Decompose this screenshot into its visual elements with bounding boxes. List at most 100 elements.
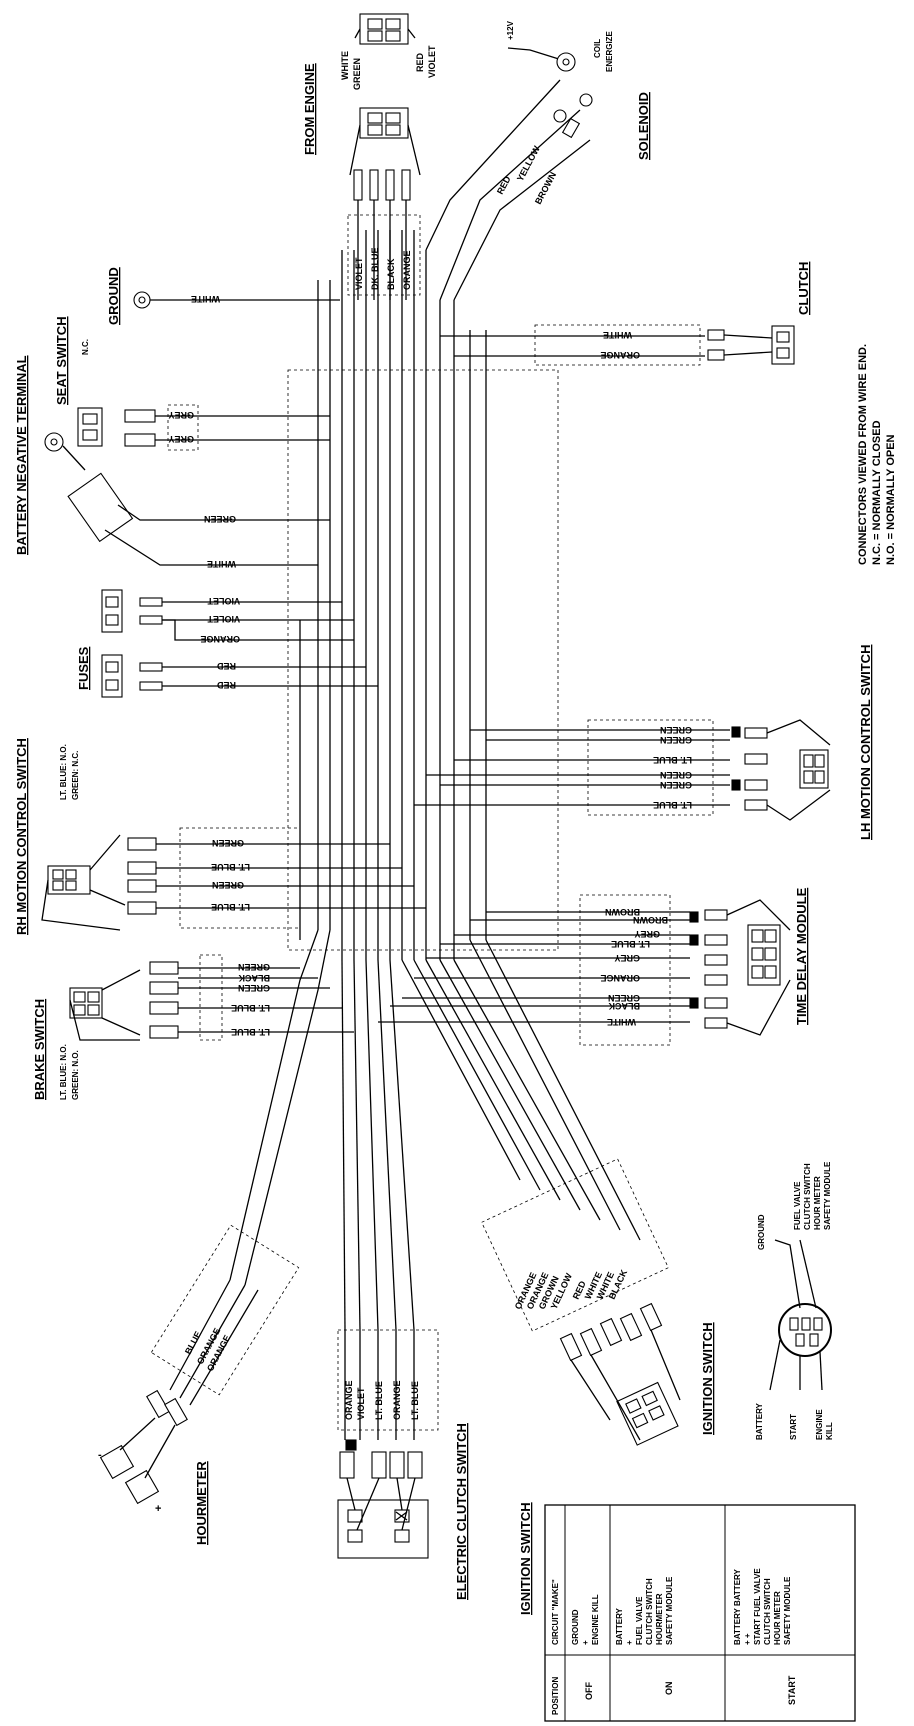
ign-term-kill: KILL	[825, 1422, 834, 1440]
tdm-wire-black: BLACK	[608, 1001, 640, 1011]
ground-title: GROUND	[106, 267, 121, 325]
clutch-title: CLUTCH	[796, 262, 811, 315]
battery-wire-white: WHITE	[207, 559, 236, 569]
note-no: N.O. = NORMALLY OPEN	[885, 434, 897, 565]
ecs-wire-violet: VIOLET	[356, 1387, 366, 1420]
fuse-wire-violet-1: VIOLET	[207, 596, 240, 606]
rh-note-1: LT. BLUE: N.O.	[59, 744, 68, 800]
ign-term-hour-meter: HOUR METER	[813, 1176, 822, 1230]
brake-wire-green-1: GREEN	[238, 962, 270, 972]
ign-term-clutch-switch: CLUTCH SWITCH	[803, 1163, 812, 1230]
tdm-wire-brown-1: BROWN	[605, 907, 640, 917]
lh-motion-group: GREEN GREEN LT. BLUE GREEN GREEN LT. BLU…	[414, 645, 873, 840]
ign-row-off-line-1: GROUND	[571, 1609, 580, 1645]
ign-row-start-line-4: CLUTCH SWITCH	[763, 1578, 772, 1645]
solenoid-title: SOLENOID	[636, 92, 651, 160]
note-nc: N.C. = NORMALLY CLOSED	[871, 420, 883, 565]
tdm-wire-grey-2: GREY	[614, 953, 640, 963]
electric-clutch-group: ORANGE VIOLET LT. BLUE ORANGE LT. BLUE E…	[337, 1329, 469, 1600]
time-delay-group: BROWN BROWN GREY LT. BLUE GREY ORANGE GR…	[378, 887, 809, 1046]
battery-negative-group: BATTERY NEGATIVE TERMINAL GREEN WHITE	[14, 355, 330, 569]
ign-term-safety-module: SAFETY MODULE	[823, 1161, 832, 1230]
lh-wire-green-3: GREEN	[660, 770, 692, 780]
lh-wire-ltblue-1: LT. BLUE	[653, 755, 692, 765]
engine-wire-orange: ORANGE	[402, 250, 412, 290]
rh-wire-green-2: GREEN	[212, 880, 244, 890]
ign-row-start-line-5: HOUR METER	[773, 1591, 782, 1645]
hourmeter-terminal-1	[99, 1444, 135, 1480]
ign-row-off-line-3: ENGINE KILL	[591, 1594, 600, 1645]
brake-switch-group: BRAKE SWITCH LT. BLUE: N.O. GREEN: N.O. …	[32, 954, 354, 1100]
engine-violet-label: VIOLET	[427, 45, 437, 78]
ign-row-start-line-6: SAFETY MODULE	[783, 1576, 792, 1645]
battery-negative-title: BATTERY NEGATIVE TERMINAL	[14, 355, 29, 555]
fuse-wire-violet-2: VIOLET	[207, 614, 240, 624]
ecs-wire-ltblue-2: LT. BLUE	[410, 1381, 420, 1420]
engine-wire-dkblue: DK. BLUE	[370, 248, 380, 291]
lh-wire-green-4: GREEN	[660, 780, 692, 790]
brake-wire-green-2: GREEN	[238, 983, 270, 993]
from-engine-title: FROM ENGINE	[302, 63, 317, 155]
ign-row-on-line-4: CLUTCH SWITCH	[645, 1578, 654, 1645]
ignition-switch-connector	[616, 1381, 679, 1446]
fuse-1	[101, 589, 123, 633]
ign-row-on-line-2: +	[625, 1640, 634, 1645]
rh-note-2: GREEN: N.C.	[71, 751, 80, 800]
solenoid-coil-terminal	[579, 93, 593, 107]
note-connectors: CONNECTORS VIEWED FROM WIRE END.	[857, 344, 869, 565]
ign-term-ground: GROUND	[757, 1214, 766, 1250]
ign-row-on-line-6: SAFETY MODULE	[665, 1576, 674, 1645]
hourmeter-group: BLUE ORANGE ORANGE - + HOURMETER	[98, 1224, 300, 1545]
coil-label: COIL	[593, 39, 602, 58]
solenoid-wire-brown: BROWN	[533, 170, 558, 206]
lh-motion-title: LH MOTION CONTROL SWITCH	[858, 645, 873, 840]
fuse-wire-red-1: RED	[216, 661, 236, 671]
ign-term-engine: ENGINE	[815, 1409, 824, 1440]
plus12v-label: +12V	[506, 20, 515, 40]
ecs-wire-ltblue-1: LT. BLUE	[374, 1381, 384, 1420]
seat-switch-group: SEAT SWITCH N.C. GREY GREY	[54, 316, 330, 451]
tdm-wire-green: GREEN	[608, 993, 640, 1003]
fuse-wire-orange: ORANGE	[200, 634, 240, 644]
engine-wire-black: BLACK	[386, 258, 396, 290]
ign-term-start: START	[789, 1414, 798, 1440]
ignition-switch-title: IGNITION SWITCH	[700, 1322, 715, 1435]
brake-note-2: GREEN: N.O.	[71, 1050, 80, 1100]
ign-row-start-line-2: + +	[743, 1633, 752, 1645]
ign-row-start-position: START	[787, 1675, 797, 1705]
engine-pins	[353, 169, 411, 201]
rh-wire-ltblue-2: LT. BLUE	[211, 902, 250, 912]
ignition-switch-body	[778, 1303, 832, 1357]
brake-wire-ltblue-2: LT. BLUE	[231, 1027, 270, 1037]
seat-nc-label: N.C.	[81, 339, 90, 355]
seat-wire-grey-2: GREY	[168, 434, 194, 444]
brake-note-1: LT. BLUE: N.O.	[59, 1044, 68, 1100]
tdm-wire-ltblue: LT. BLUE	[611, 939, 650, 949]
ign-row-on-position: ON	[664, 1682, 674, 1696]
ground-group: GROUND WHITE	[106, 267, 340, 325]
solenoid-ground-terminal	[553, 109, 567, 123]
ecs-wire-orange-2: ORANGE	[392, 1380, 402, 1420]
engine-green-label: GREEN	[352, 58, 362, 90]
clutch-wire-orange: ORANGE	[600, 350, 640, 360]
ignition-switch-face: GROUND FUEL VALVE CLUTCH SWITCH HOUR MET…	[755, 1161, 834, 1440]
ign-row-off-line-2: +	[581, 1640, 590, 1645]
ign-row-on-line-3: FUEL VALVE	[635, 1596, 644, 1645]
fuses-group: FUSES VIOLET VIOLET ORANGE RED RED	[76, 589, 378, 698]
rh-motion-title: RH MOTION CONTROL SWITCH	[14, 738, 29, 935]
lh-wire-ltblue-2: LT. BLUE	[653, 800, 692, 810]
lh-wire-green-2: GREEN	[660, 735, 692, 745]
ign-table-title: IGNITION SWITCH	[518, 1502, 533, 1615]
ign-row-on-line-5: HOURMETER	[655, 1593, 664, 1645]
fuse-wire-red-2: RED	[216, 680, 236, 690]
engine-wire-violet: VIOLET	[354, 257, 364, 290]
ign-header-position: POSITION	[551, 1677, 560, 1715]
ignition-harness-group: ORANGE ORANGE GROWN YELLOW RED WHITE WHI…	[481, 1158, 715, 1446]
hm-plus: +	[155, 1503, 161, 1515]
ign-row-on-line-1: BATTERY	[615, 1607, 624, 1645]
brake-switch-title: BRAKE SWITCH	[32, 999, 47, 1100]
hourmeter-title: HOURMETER	[194, 1461, 209, 1545]
clutch-group: WHITE ORANGE CLUTCH	[440, 262, 811, 366]
ign-plugs	[559, 1302, 663, 1362]
